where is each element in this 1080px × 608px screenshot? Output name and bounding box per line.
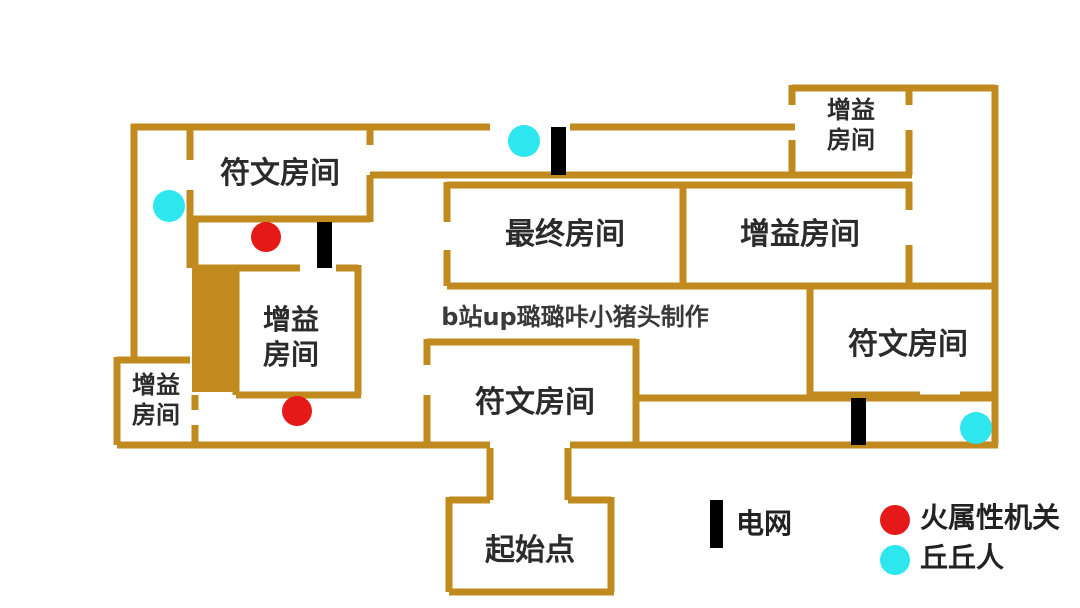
room-final: 最终房间 [505,217,625,252]
room-start: 起始点 [485,533,575,568]
room-buff-right-mid: 增益房间 [740,217,860,252]
fire-switch-upper [251,222,281,252]
room-rune-center: 符文房间 [475,385,595,420]
electric-net-left [317,222,332,268]
fire-switch-lower [282,396,312,426]
electric-net-top [551,127,566,175]
room-buff-left-inner: 增益房间 [262,303,319,371]
legend-electric-net-label: 电网 [736,507,793,540]
legend-fire-switch-icon [880,505,910,535]
room-rune-top-left: 符文房间 [220,156,340,191]
room-buff-left-small: 增益房间 [132,371,180,429]
legend-fire-switch-label: 火属性机关 [920,501,1061,534]
legend-electric-net-icon [710,500,723,548]
electric-net-right [851,398,866,445]
stair-block [192,270,235,392]
hilichurl-left [153,190,185,222]
walls [113,84,999,596]
room-buff-top-right: 增益房间 [827,96,875,154]
legend-hilichurl-icon [880,545,910,575]
hilichurl-top [508,125,540,157]
legend-hilichurl-label: 丘丘人 [920,541,1005,574]
room-rune-right: 符文房间 [848,327,968,362]
author-credit: b站up璐璐咔小猪头制作 [441,303,709,331]
hilichurl-right [960,412,992,444]
